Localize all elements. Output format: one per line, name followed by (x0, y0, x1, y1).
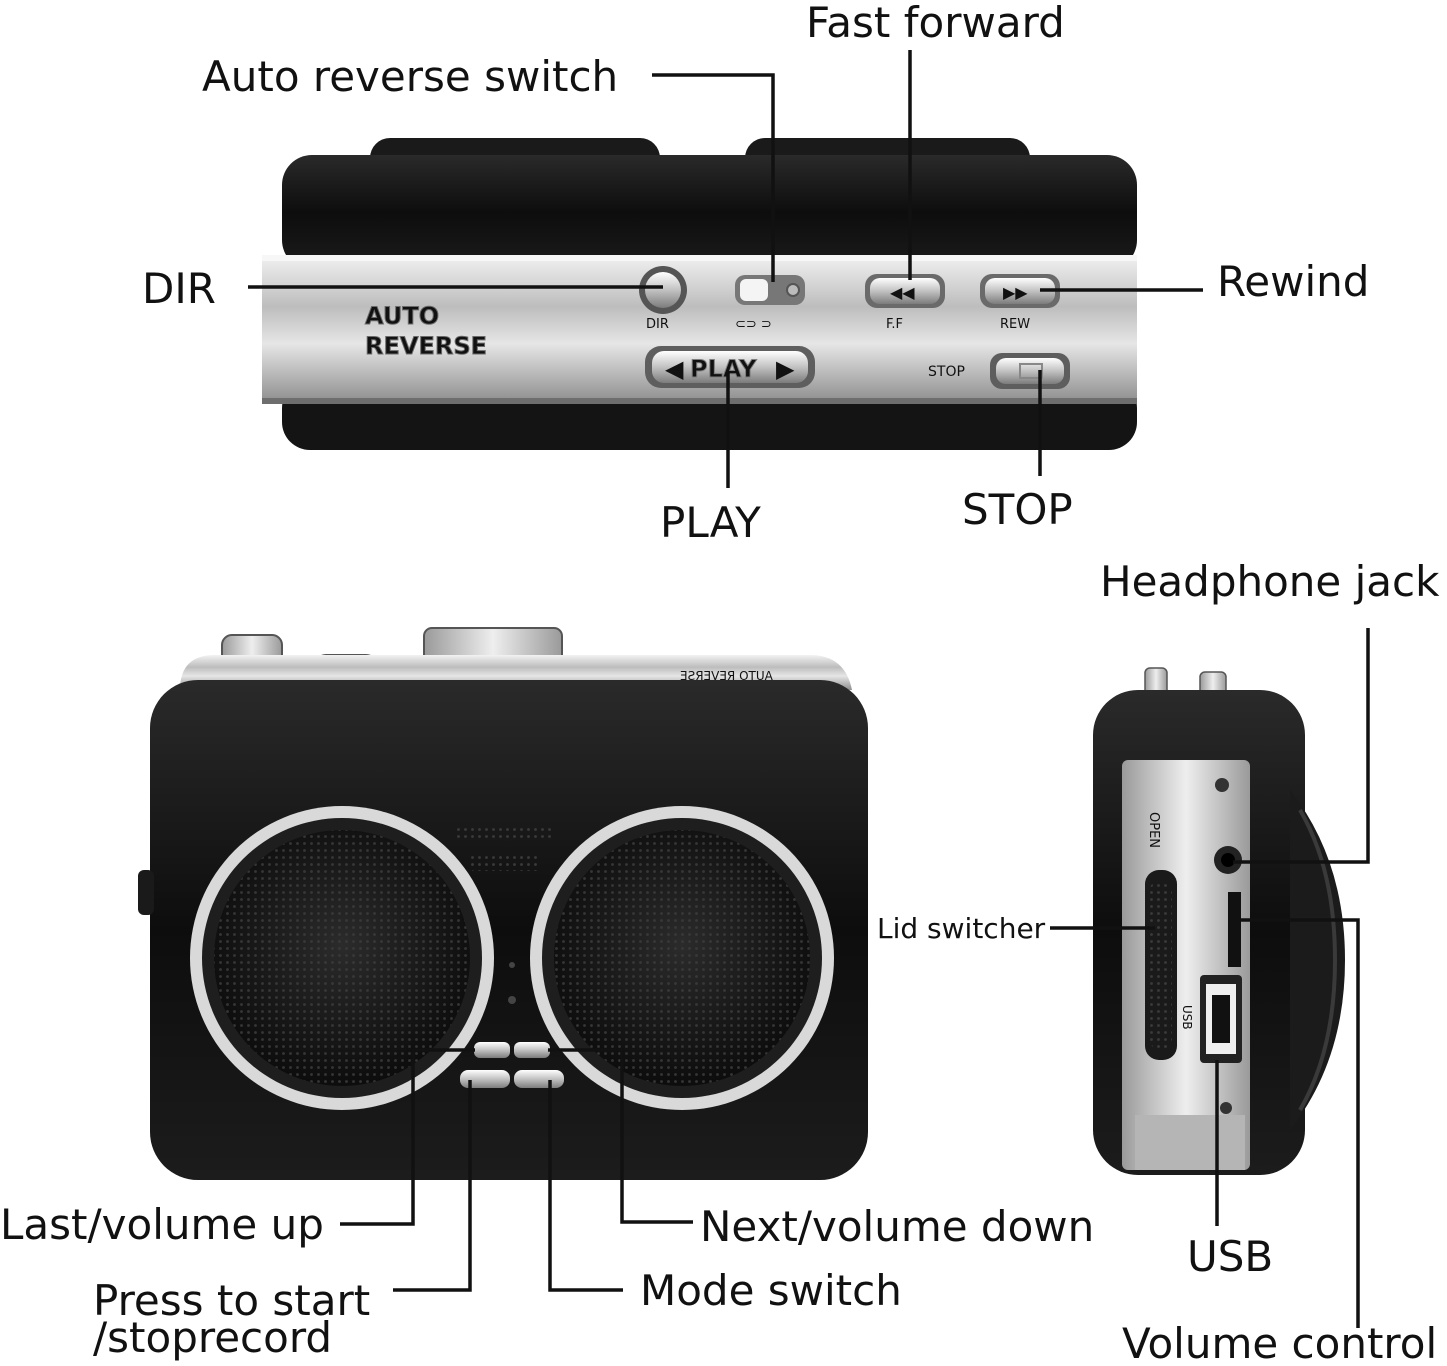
ff-arrows-icon: ◀◀ (890, 283, 915, 302)
last-volume-up-button[interactable] (474, 1042, 510, 1058)
right-speaker (530, 806, 834, 1110)
label-press-to-start-line1: Press to start (93, 1276, 370, 1325)
volume-control-slot[interactable] (1228, 892, 1241, 967)
label-next-volume-down: Next/volume down (700, 1202, 1094, 1251)
fast-forward-button[interactable]: ◀◀ (865, 274, 945, 308)
top-view-device: AUTO REVERSE DIR ⊂⊃ ⊃ ◀◀ F.F ▶▶ REW (262, 138, 1137, 450)
label-mode-switch: Mode switch (640, 1266, 902, 1315)
headphone-jack[interactable] (1214, 846, 1242, 874)
lid-switcher[interactable] (1145, 870, 1177, 1060)
label-auto-reverse-switch: Auto reverse switch (202, 52, 618, 101)
play-print: PLAY (690, 355, 757, 383)
stop-button[interactable] (990, 353, 1070, 389)
usb-print: USB (1180, 1005, 1194, 1030)
label-lid-switcher: Lid switcher (877, 912, 1046, 945)
label-headphone-jack: Headphone jack (1100, 557, 1440, 606)
switch-print: ⊂⊃ ⊃ (735, 317, 772, 332)
leader-lines (248, 50, 1370, 1328)
front-view-device: ƎƧЯƎVƎЯ OTUA (138, 627, 868, 1180)
stop-print: STOP (928, 364, 965, 380)
label-play: PLAY (660, 498, 761, 547)
front-top-print: ƎƧЯƎVƎЯ OTUA (680, 669, 774, 683)
label-dir: DIR (142, 264, 216, 313)
label-fast-forward: Fast forward (806, 0, 1065, 47)
play-right-icon: ▶ (776, 355, 795, 383)
dir-print: DIR (646, 317, 669, 332)
auto-reverse-switch[interactable] (735, 275, 805, 305)
play-button[interactable]: ◀ PLAY ▶ (645, 346, 815, 388)
reverse-print: REVERSE (365, 332, 487, 360)
rewind-button[interactable]: ▶▶ (980, 274, 1060, 308)
label-last-volume-up: Last/volume up (0, 1200, 324, 1249)
play-left-icon: ◀ (665, 355, 684, 383)
label-press-to-start-line2: /stoprecord (93, 1313, 332, 1362)
open-print: OPEN (1146, 812, 1161, 848)
label-rewind: Rewind (1217, 257, 1369, 306)
next-volume-down-button[interactable] (514, 1042, 550, 1058)
rew-arrows-icon: ▶▶ (1003, 283, 1028, 302)
label-usb: USB (1187, 1232, 1273, 1281)
record-button[interactable] (460, 1070, 510, 1088)
auto-print: AUTO (365, 302, 439, 330)
dir-button[interactable] (639, 266, 687, 314)
rew-print: REW (1000, 317, 1030, 332)
left-speaker (190, 806, 494, 1110)
label-volume-control: Volume control (1122, 1319, 1437, 1366)
label-stop: STOP (962, 485, 1073, 534)
ff-print: F.F (886, 317, 903, 332)
usb-port[interactable] (1200, 975, 1242, 1063)
mode-switch-button[interactable] (514, 1070, 564, 1088)
